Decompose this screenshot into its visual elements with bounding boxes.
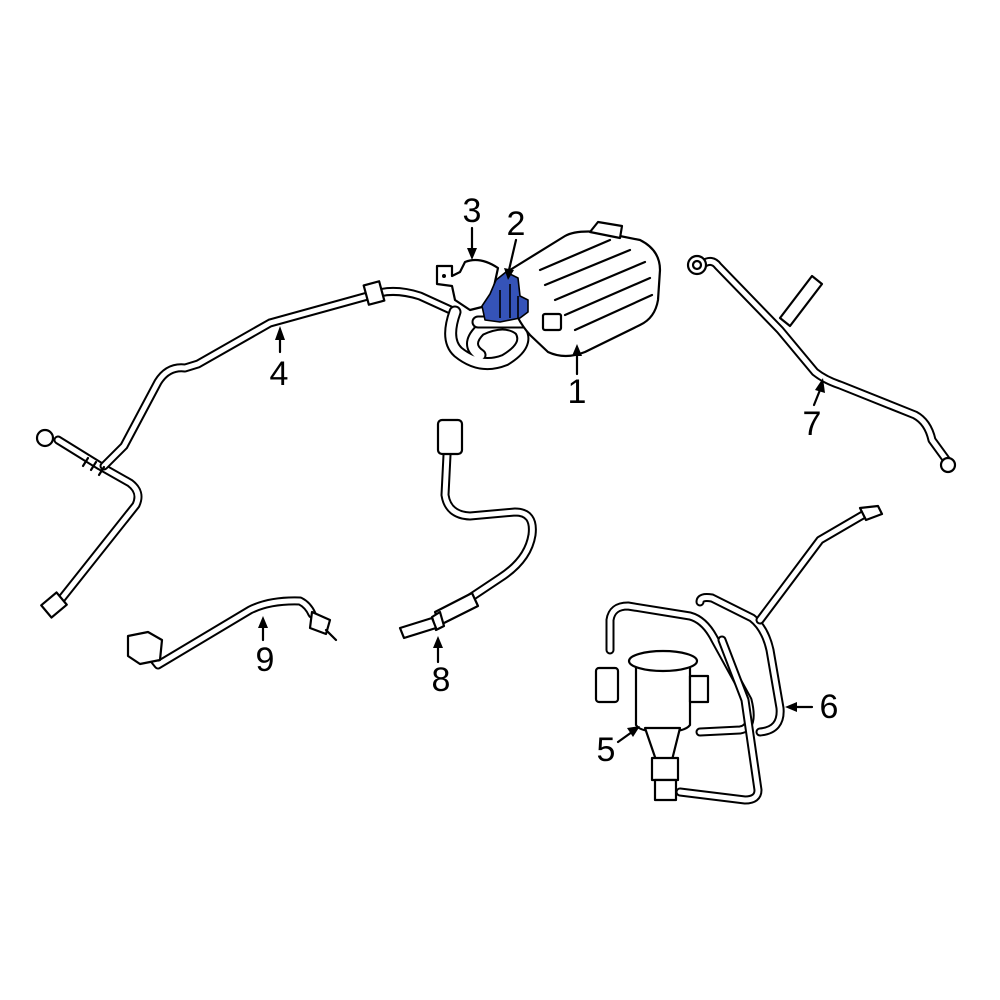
part-9-oxygen-sensor[interactable]: [126, 596, 338, 670]
part-1-vapor-canister[interactable]: [508, 220, 662, 358]
callout-8[interactable]: 8: [431, 661, 451, 699]
callout-3[interactable]: 3: [462, 192, 482, 230]
part-7-purge-tube[interactable]: [686, 254, 957, 474]
part-5-leak-detection-pump[interactable]: [627, 649, 710, 802]
callout-7[interactable]: 7: [802, 405, 822, 443]
part-4-hose-harness[interactable]: [35, 280, 460, 619]
leader-arrows: [258, 226, 825, 744]
part-2-purge-valve-highlighted[interactable]: [481, 271, 529, 323]
part-8-oxygen-sensor[interactable]: [398, 418, 537, 640]
callout-6[interactable]: 6: [819, 688, 839, 726]
part-6-vent-hose[interactable]: [594, 504, 884, 805]
callout-5[interactable]: 5: [596, 731, 616, 769]
callout-9[interactable]: 9: [255, 641, 275, 679]
callout-4[interactable]: 4: [269, 355, 289, 393]
callout-1[interactable]: 1: [567, 373, 587, 411]
callout-2[interactable]: 2: [506, 205, 526, 243]
part-3-solenoid-bracket[interactable]: [435, 258, 500, 312]
